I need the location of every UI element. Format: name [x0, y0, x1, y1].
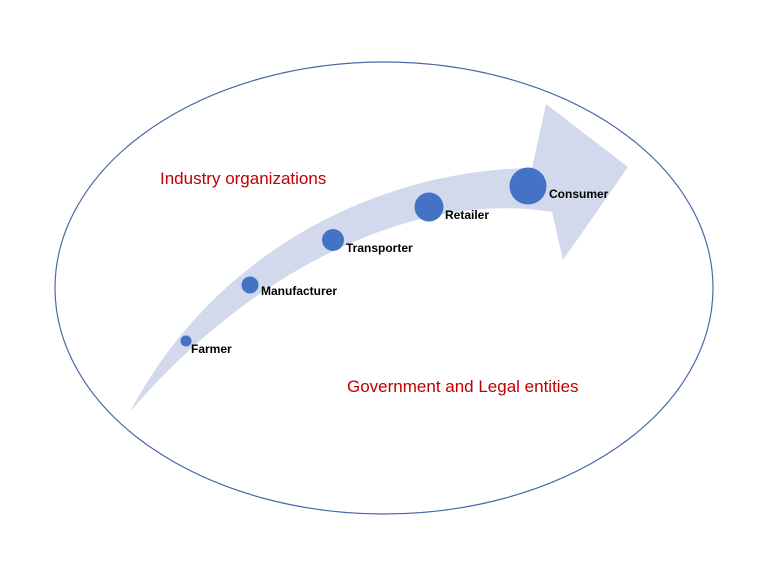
consumer-node [509, 167, 547, 205]
stage-manufacturer: Manufacturer [241, 276, 337, 298]
industry-organizations-label: Industry organizations [160, 169, 326, 188]
stage-retailer: Retailer [414, 192, 489, 222]
manufacturer-node [241, 276, 259, 294]
manufacturer-label: Manufacturer [261, 284, 337, 298]
retailer-label: Retailer [445, 208, 489, 222]
stage-farmer: Farmer [180, 335, 232, 356]
farmer-node [180, 335, 192, 347]
government-legal-entities-label: Government and Legal entities [347, 377, 579, 396]
consumer-label: Consumer [549, 187, 609, 201]
stage-consumer: Consumer [509, 167, 609, 205]
farmer-label: Farmer [191, 342, 232, 356]
retailer-node [414, 192, 444, 222]
flow-arrow [130, 104, 628, 412]
transporter-node [322, 229, 344, 251]
transporter-label: Transporter [346, 241, 413, 255]
outer-ellipse [54, 61, 714, 515]
stage-transporter: Transporter [322, 229, 413, 255]
